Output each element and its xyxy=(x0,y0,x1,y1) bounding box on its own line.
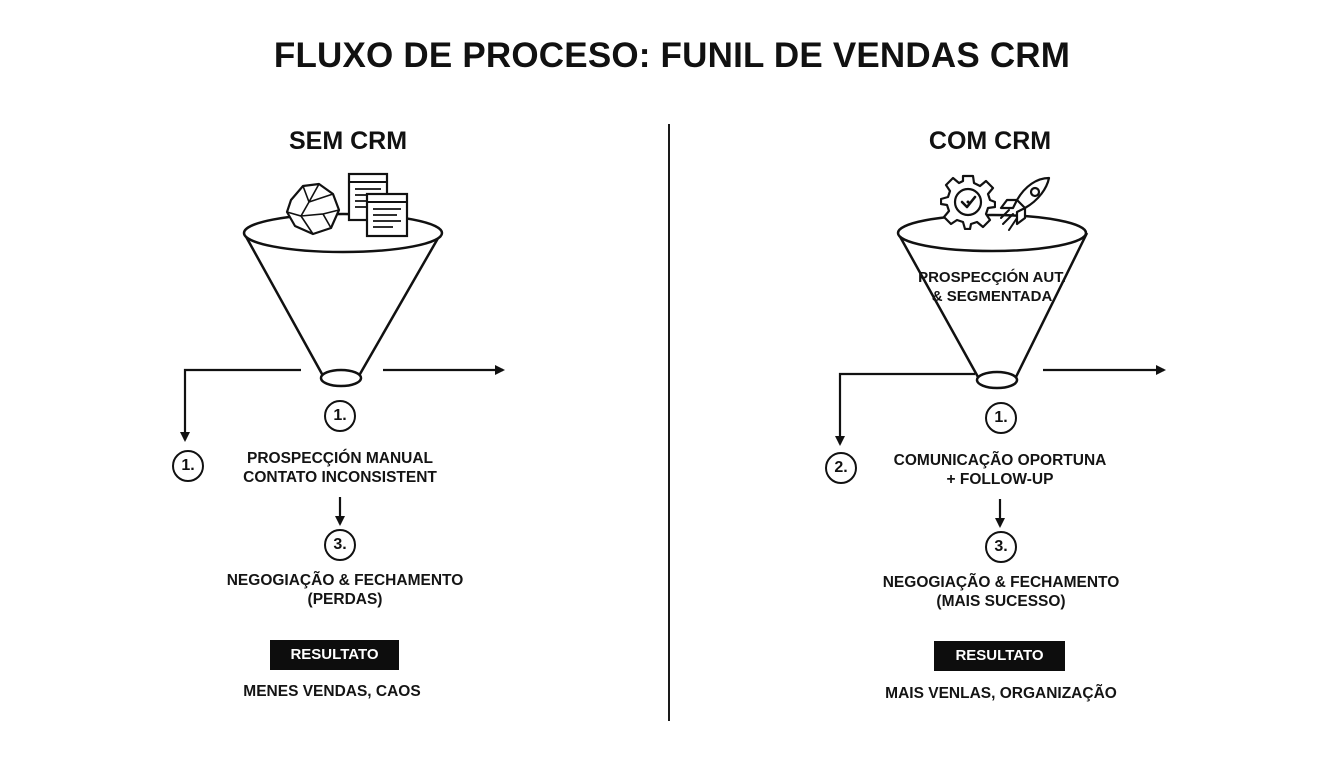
right-step3-label: NEGOGIAÇÃO & FECHAMENTO (MAIS SUCESSO) xyxy=(864,573,1138,611)
right-step1-number: 1. xyxy=(985,402,1017,434)
right-step2-label: COMUNICAÇÃO OPORTUNA + FOLLOW-UP xyxy=(880,451,1120,489)
right-step3-number: 3. xyxy=(985,531,1017,563)
right-step2-label-line1: COMUNICAÇÃO OPORTUNA xyxy=(893,452,1107,469)
right-funnel-label: PROSPECÇIÓN AUT. & SEGMENTADA xyxy=(902,268,1082,306)
rocket-icon xyxy=(999,176,1051,231)
left-heading: SEM CRM xyxy=(288,127,408,155)
left-step3-number: 3. xyxy=(324,529,356,561)
left-step1-label-line1: PROSPECÇIÓN MANUAL xyxy=(246,450,433,467)
right-funnel-label-line1: PROSPECÇIÓN AUT. xyxy=(918,269,1066,286)
left-funnel xyxy=(242,212,444,388)
right-heading: COM CRM xyxy=(928,127,1052,155)
left-side-step1-number: 1. xyxy=(172,450,204,482)
right-funnel xyxy=(896,213,1089,390)
right-result-badge: RESULTATO xyxy=(934,641,1065,671)
page-title: FLUXO DE PROCESO: FUNIL DE VENDAS CRM xyxy=(273,36,1071,75)
left-down-arrow xyxy=(180,368,301,442)
left-step3-label: NEGOGIAÇÃO & FECHAMENTO (PERDAS) xyxy=(210,571,480,609)
crumpled-paper-icon xyxy=(285,182,341,236)
document-stack-icon xyxy=(347,172,409,238)
right-step3-label-line2: (MAIS SUCESSO) xyxy=(936,593,1066,610)
left-step1-label-line2: CONTATO INCONSISTENT xyxy=(243,469,437,486)
right-step2-label-line2: + FOLLOW-UP xyxy=(946,471,1054,488)
left-step3-label-line2: (PERDAS) xyxy=(307,591,383,608)
right-step2-number: 2. xyxy=(825,452,857,484)
right-funnel-label-line2: & SEGMENTADA xyxy=(931,288,1053,305)
right-step3-label-line1: NEGOGIAÇÃO & FECHAMENTO xyxy=(882,574,1120,591)
left-step1-label: PROSPECÇIÓN MANUAL CONTATO INCONSISTENT xyxy=(220,449,460,487)
right-result-text: MAIS VENLAS, ORGANIZAÇÃO xyxy=(885,685,1117,702)
left-step1-number: 1. xyxy=(324,400,356,432)
left-result-badge: RESULTATO xyxy=(270,640,399,670)
right-down-arrow xyxy=(835,372,975,446)
left-step3-label-line1: NEGOGIAÇÃO & FECHAMENTO xyxy=(226,572,464,589)
left-result-text: MENES VENDAS, CAOS xyxy=(243,683,421,700)
gear-check-icon xyxy=(940,174,996,230)
column-divider xyxy=(668,124,670,721)
